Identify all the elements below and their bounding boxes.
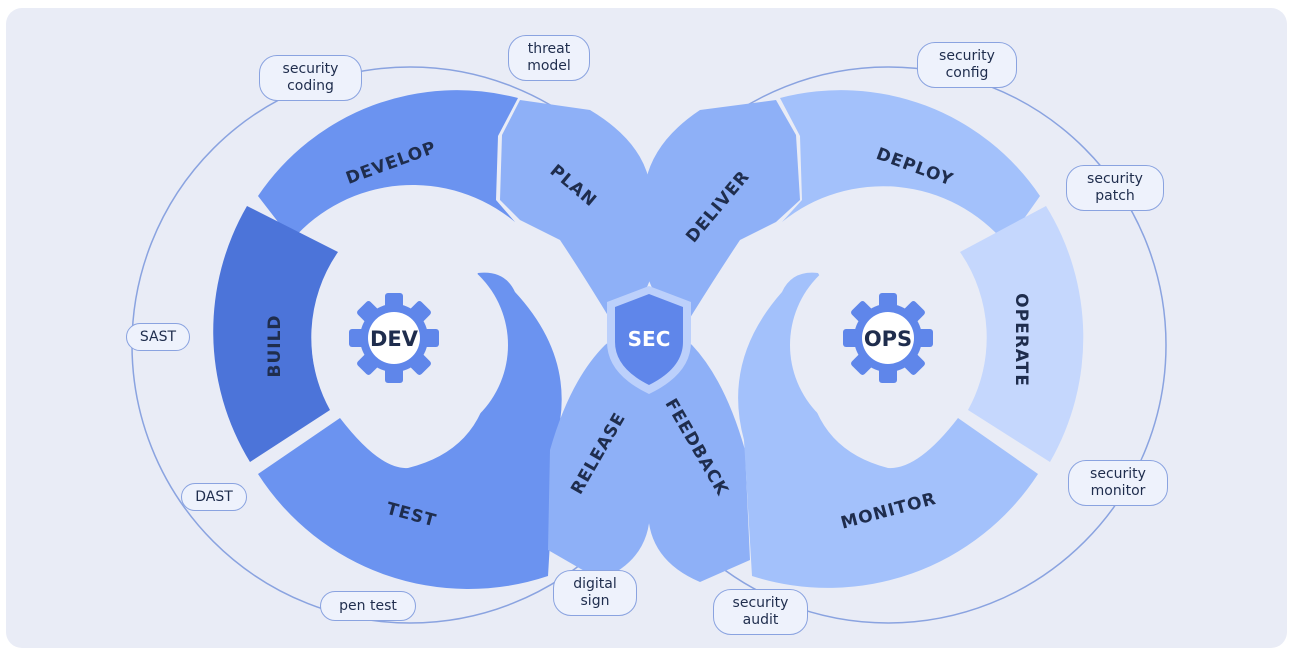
segment-operate (960, 206, 1084, 462)
segment-deliver-feedback (638, 100, 800, 582)
pill-security-config: security config (917, 42, 1017, 88)
segment-develop (258, 90, 518, 240)
segment-build (213, 206, 338, 462)
pill-threat-model: threat model (508, 35, 590, 81)
pill-pen-test: pen test (320, 591, 416, 621)
label-operate: OPERATE (1011, 293, 1031, 387)
pill-sast: SAST (126, 323, 190, 351)
pill-dast: DAST (181, 483, 247, 511)
pill-digital-sign: digital sign (553, 570, 637, 616)
ops-label: OPS (864, 327, 912, 351)
label-build: BUILD (265, 314, 285, 377)
sec-label: SEC (628, 327, 671, 351)
gear-icon (843, 293, 933, 383)
segment-plan-release (500, 100, 660, 580)
pill-security-audit: security audit (713, 589, 808, 635)
pill-security-coding: security coding (259, 55, 362, 101)
segment-test (258, 272, 562, 590)
segment-monitor (738, 272, 1038, 588)
pill-security-patch: security patch (1066, 165, 1164, 211)
gear-icon (349, 293, 439, 383)
segment-deploy (780, 90, 1040, 245)
shield-icon (607, 286, 691, 394)
pill-security-monitor: security monitor (1068, 460, 1168, 506)
dev-label: DEV (370, 327, 419, 351)
